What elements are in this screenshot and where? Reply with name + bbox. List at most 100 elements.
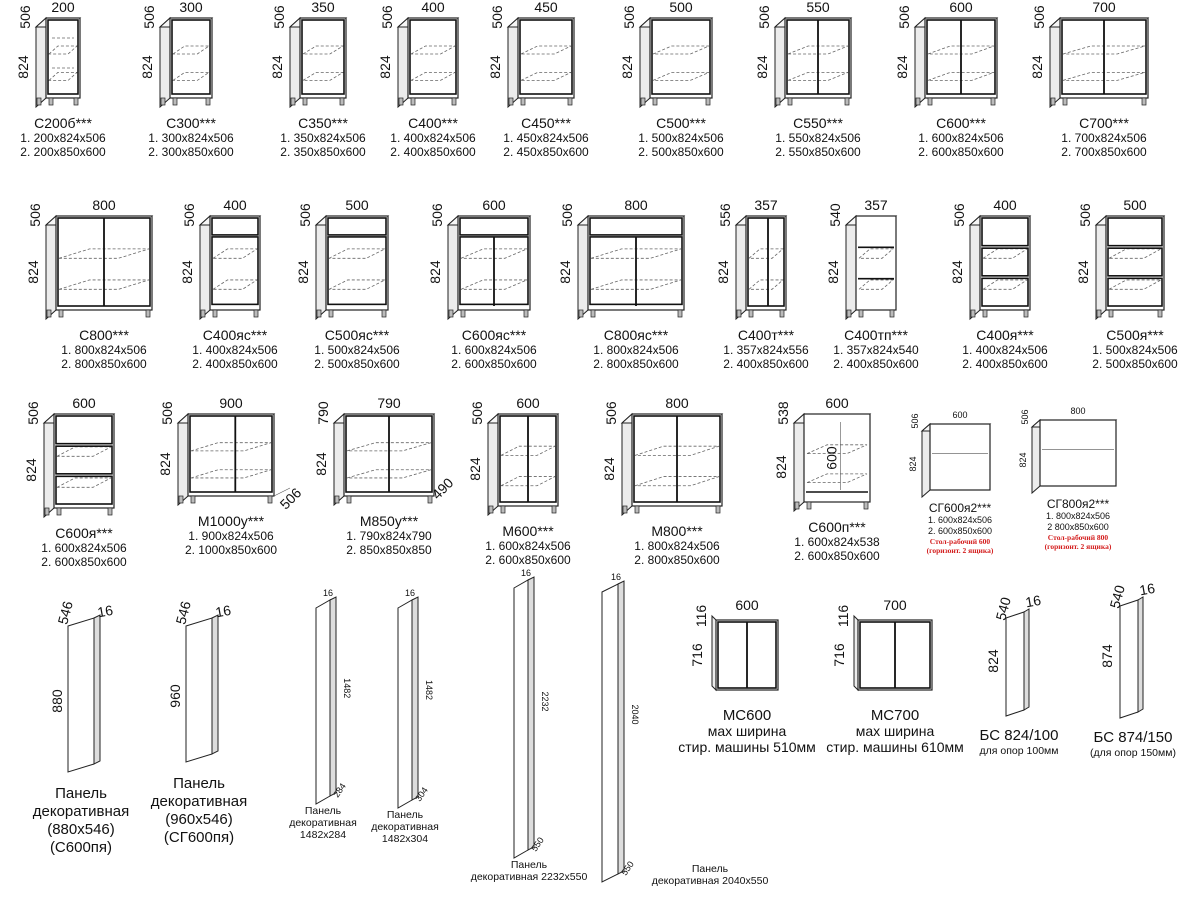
cabinet-leg <box>982 309 988 318</box>
shelf-guide <box>58 248 150 259</box>
panel-name-1: Панель <box>305 805 342 817</box>
cabinet-size-1: 1. 800x824x506 <box>593 343 679 357</box>
cabinet-name: С600*** <box>936 115 986 131</box>
depth-dim-label: 506 <box>25 401 41 425</box>
cabinet-front <box>1105 215 1165 311</box>
plinth-thickness-label: 16 <box>1138 580 1156 598</box>
cabinet-name: С400я*** <box>976 327 1034 343</box>
cabinet-leg <box>178 495 184 504</box>
shelf-guide <box>301 72 345 81</box>
plinth-name: БС 824/100 <box>980 727 1059 744</box>
cabinet-side <box>914 16 926 109</box>
shelf-guide <box>171 45 211 55</box>
depth-dim-label: 506 <box>379 5 395 29</box>
cabinet-name: С400тп*** <box>844 327 908 343</box>
cabinet-leg <box>488 505 494 514</box>
shelf-guide <box>520 45 572 55</box>
shelf-guide <box>328 248 386 259</box>
cabinet-name: СГ600я2*** <box>929 501 992 515</box>
cabinet-side <box>315 214 327 321</box>
cabinet-size-2: 2. 400x850x600 <box>962 357 1048 371</box>
cabinet-size-1: 1. 600x824x506 <box>928 515 992 525</box>
cabinet-leg <box>970 309 976 318</box>
height-dim-label: 824 <box>487 55 503 79</box>
panel-name-2: декоративная <box>33 803 130 820</box>
cabinet-name: С550*** <box>793 115 843 131</box>
cabinet-side <box>845 214 857 321</box>
cabinet-side <box>397 16 409 109</box>
cabinet-leg <box>145 309 151 318</box>
cabinet-name: С200б*** <box>34 115 92 131</box>
cabinet-leg <box>622 505 628 514</box>
wallunit-width-label: 700 <box>883 597 907 613</box>
cabinet-leg <box>36 97 42 106</box>
height-dim-label: 824 <box>157 452 173 476</box>
cabinet-size-2: 2. 1000x850x600 <box>185 543 277 557</box>
cabinet-side <box>639 16 651 109</box>
panel-face <box>315 599 331 805</box>
cabinet-side <box>735 214 747 321</box>
cabinet-size-2: 2. 350x850x600 <box>280 145 366 159</box>
cabinet-size-2: 2. 200x850x600 <box>20 145 106 159</box>
cabinet-front <box>325 215 389 311</box>
cabinet-size-2: 2. 700x850x600 <box>1061 145 1147 159</box>
cabinet-leg <box>48 97 54 106</box>
cabinet-leg <box>56 507 62 516</box>
cabinet-size-1: 1. 400x824x506 <box>390 131 476 145</box>
shelf-guide <box>328 279 386 290</box>
shelf-guide <box>747 279 785 290</box>
cabinet-size-1: 1. 700x824x506 <box>1061 131 1147 145</box>
shelf-guide <box>1108 279 1162 290</box>
width-dim-label: 700 <box>1092 0 1116 15</box>
height-dim-label: 824 <box>269 55 285 79</box>
cabinet-note-2: (горизонт. 2 ящика) <box>1045 542 1112 551</box>
cabinet-leg <box>302 97 308 106</box>
cabinet-front <box>517 17 575 99</box>
shelf-guide <box>787 45 849 55</box>
cabinet-name: М600*** <box>502 523 554 539</box>
door-panel <box>171 19 211 95</box>
cabinet-leg <box>915 97 921 106</box>
depth-dim-label: 538 <box>775 401 791 425</box>
cabinet-size-1: 1. 357x824x556 <box>723 343 809 357</box>
cabinet-leg <box>567 97 573 106</box>
cabinet-leg <box>578 309 584 318</box>
cabinet-leg <box>346 495 352 504</box>
cabinet-side <box>43 412 55 519</box>
cabinet-size-2: 2 800x850x600 <box>1047 522 1109 532</box>
panel-name-2: декоративная <box>289 817 357 829</box>
width-dim-label: 800 <box>92 197 116 213</box>
width-dim-label: 600 <box>482 197 506 213</box>
cabinet-leg <box>858 309 864 318</box>
cabinet-size-1: 1. 800x824x506 <box>634 539 720 553</box>
cabinet-name: С400т*** <box>738 327 795 343</box>
panel-face <box>601 583 619 883</box>
cabinet-side <box>921 422 931 499</box>
cabinet-leg <box>190 495 196 504</box>
cabinet-side <box>45 214 57 321</box>
wallunit-depth-label: 116 <box>835 605 851 628</box>
shelf-guide <box>634 476 720 487</box>
cabinet-size-2: 2. 400x850x600 <box>192 357 278 371</box>
cabinet-leg <box>1157 309 1163 318</box>
width-dim-label: 600 <box>949 0 973 15</box>
cabinet-leg <box>1023 309 1029 318</box>
cabinet-size-1: 1. 300x824x506 <box>148 131 234 145</box>
depth-dim-label: 506 <box>1020 409 1030 424</box>
width-dim-label: 600 <box>825 395 849 411</box>
cabinet-leg <box>508 97 514 106</box>
height-dim-label: 824 <box>25 260 41 284</box>
panel-name-1: Панель <box>55 785 107 802</box>
width-dim-label: 600 <box>516 395 540 411</box>
